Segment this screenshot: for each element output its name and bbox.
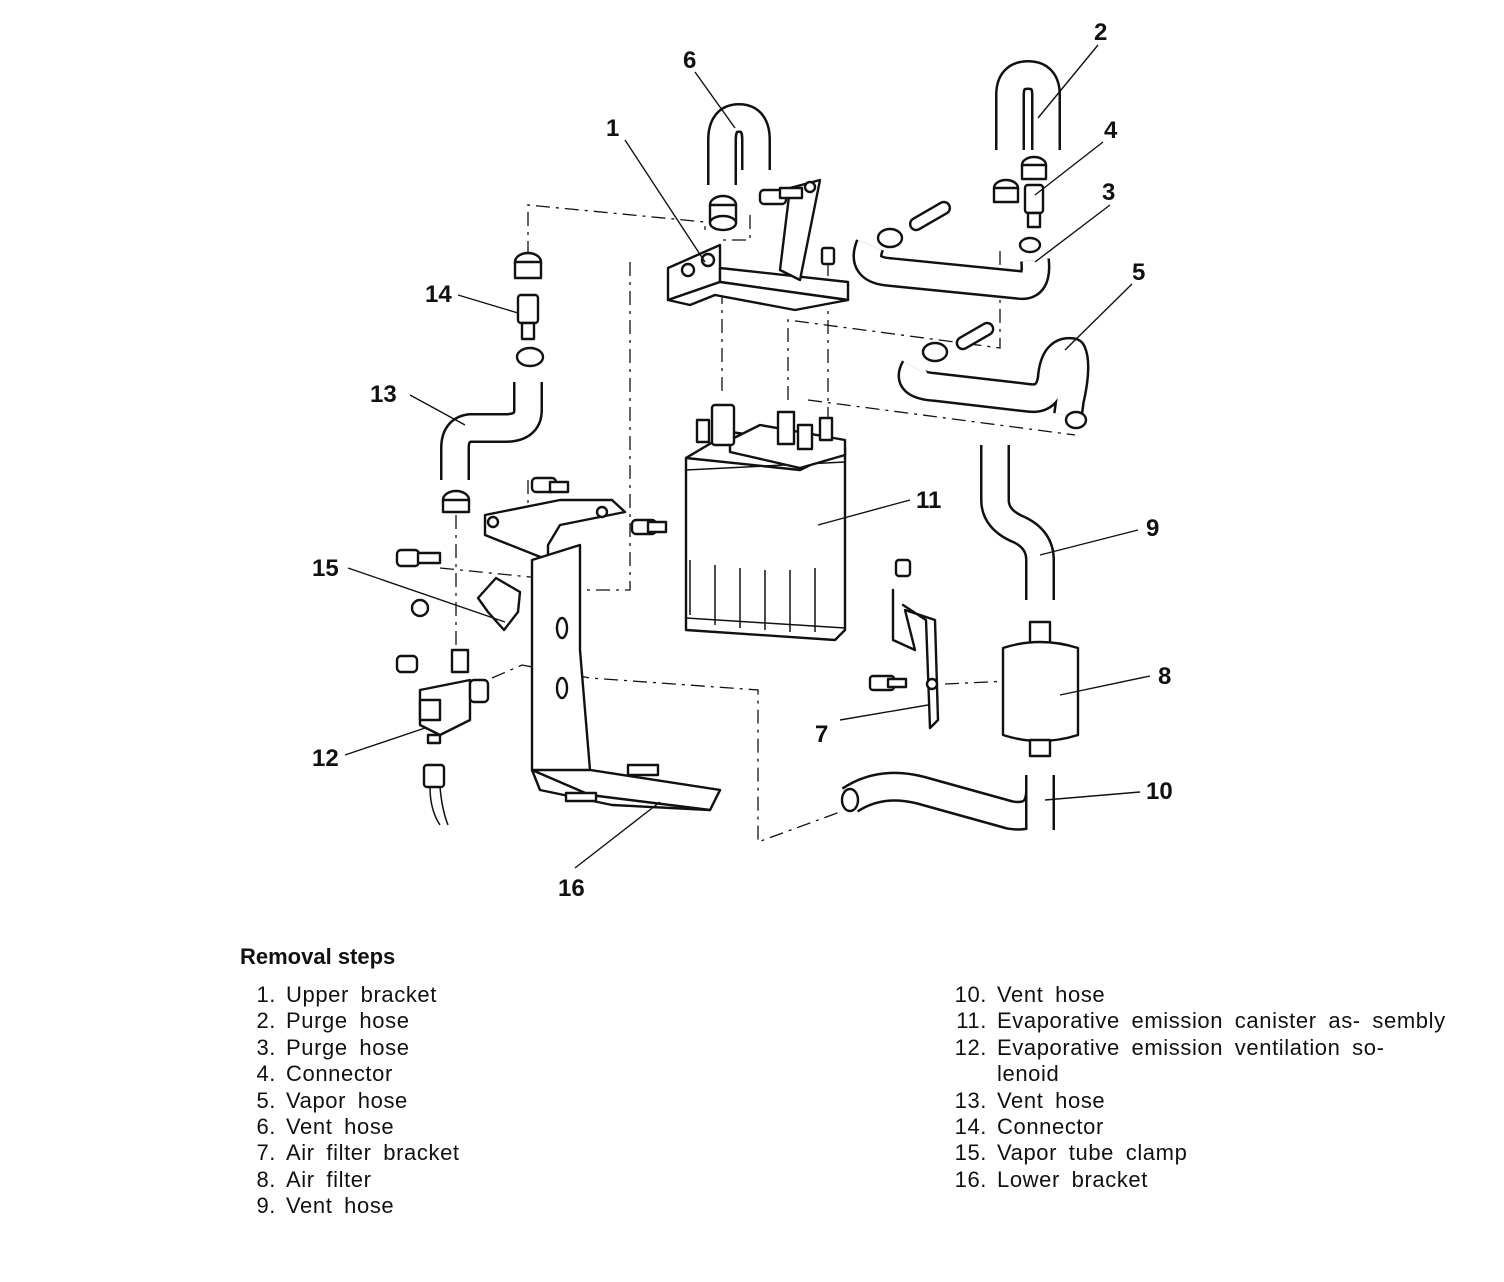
callout-9: 9	[1146, 515, 1159, 542]
legend-item: 2. Purge hose	[240, 1008, 660, 1034]
legend-text: Vent hose	[286, 1193, 395, 1219]
legend-number: 16.	[954, 1166, 987, 1192]
callout-4: 4	[1104, 117, 1118, 144]
legend-number: 12.	[954, 1034, 987, 1060]
legend-text: Evaporative emission ventilation so- len…	[997, 1034, 1385, 1087]
callout-16: 16	[558, 875, 585, 902]
legend-right-column: 10. Vent hose 11. Evaporative emission can…	[950, 982, 1450, 1193]
legend-item: 16. Lower bracket	[950, 1167, 1450, 1193]
air-filter-bracket-7	[868, 558, 940, 730]
legend-number: 10.	[954, 982, 987, 1007]
connector-14	[513, 251, 545, 368]
legend-text: Air filter	[286, 1166, 372, 1192]
legend-text: Connector	[997, 1114, 1104, 1140]
legend-item: 7. Air filter bracket	[240, 1140, 660, 1166]
legend-item: 8. Air filter	[240, 1167, 660, 1193]
legend-title: Removal steps	[240, 944, 396, 969]
exploded-parts-diagram: 1 2 3 4 5 6 7 8 9 10 11 12 13 14 15 16	[312, 19, 1173, 902]
vent-hose-10	[840, 771, 1055, 831]
purge-hose-3	[852, 200, 1051, 301]
callout-11: 11	[916, 487, 941, 514]
legend-number: 11.	[956, 1008, 987, 1034]
air-filter-8	[1001, 620, 1080, 758]
leader-lines	[344, 44, 1151, 869]
legend-item: 13. Vent hose	[950, 1088, 1450, 1114]
legend-left-column: 1. Upper bracket 2. Purge hose 3. Purge hos…	[240, 982, 660, 1220]
legend-text: Purge hose	[286, 1034, 410, 1060]
legend-text: Vent hose	[286, 1114, 395, 1140]
legend-item: 4. Connector	[240, 1061, 660, 1087]
legend-item: 15. Vapor tube clamp	[950, 1140, 1450, 1166]
alignment-lines	[439, 204, 1076, 843]
legend-item: 10. Vent hose	[950, 982, 1450, 1008]
callout-8: 8	[1158, 663, 1171, 690]
legend-text: Evaporative emission canister as- sembly	[997, 1008, 1446, 1034]
evaporative-canister-11	[684, 403, 847, 642]
vent-hose-9	[980, 445, 1055, 600]
legend-text: Upper bracket	[286, 982, 437, 1007]
lower-bracket-16	[483, 476, 722, 812]
legend-number: 9.	[256, 1193, 276, 1219]
legend-item: 14. Connector	[950, 1114, 1450, 1140]
legend-item: 5. Vapor hose	[240, 1088, 660, 1114]
legend-item: 6. Vent hose	[240, 1114, 660, 1140]
vent-hose-13	[440, 382, 543, 514]
legend-item: 3. Purge hose	[240, 1035, 660, 1061]
connector-4	[1018, 183, 1045, 254]
legend-text: Vent hose	[997, 1087, 1106, 1113]
legend-text: Vapor tube clamp	[997, 1140, 1188, 1166]
callout-10: 10	[1146, 778, 1173, 805]
legend-text: Purge hose	[286, 1008, 410, 1034]
callout-14: 14	[425, 281, 452, 308]
legend-item: 12. Evaporative emission ventilation so- …	[950, 1035, 1450, 1088]
legend-text: Vent hose	[997, 982, 1106, 1007]
legend-text: Connector	[286, 1061, 393, 1087]
legend-number: 7.	[256, 1140, 276, 1166]
legend-number: 5.	[256, 1087, 276, 1113]
vapor-tube-clamp-15	[395, 548, 522, 632]
callout-15: 15	[312, 555, 339, 582]
legend-number: 2.	[256, 1008, 276, 1034]
legend-number: 4.	[256, 1061, 276, 1087]
vapor-hose-5	[897, 321, 1090, 430]
legend-text: Lower bracket	[997, 1166, 1148, 1192]
legend-number: 15.	[954, 1140, 987, 1166]
legend-item: 1. Upper bracket	[240, 982, 660, 1008]
legend-number: 14.	[954, 1114, 987, 1140]
callout-6: 6	[683, 47, 696, 74]
legend-number: 8.	[256, 1166, 276, 1192]
callout-3: 3	[1102, 179, 1115, 206]
callout-5: 5	[1132, 259, 1145, 286]
ventilation-solenoid-12	[395, 648, 490, 826]
legend-number: 1.	[256, 982, 276, 1007]
upper-bracket-1	[666, 178, 850, 312]
vent-hose-6	[707, 103, 771, 232]
callout-7: 7	[815, 721, 828, 748]
callout-labels: 1 2 3 4 5 6 7 8 9 10 11 12 13 14 15 16	[312, 19, 1173, 902]
legend-item: 11. Evaporative emission canister as- sem…	[950, 1008, 1450, 1034]
legend-text: Air filter bracket	[286, 1140, 460, 1166]
purge-hose-2	[992, 60, 1061, 204]
legend-number: 3.	[256, 1034, 276, 1060]
legend-text: Vapor hose	[286, 1087, 408, 1113]
legend-number: 13.	[954, 1087, 987, 1113]
callout-1: 1	[606, 115, 619, 142]
callout-12: 12	[312, 745, 339, 772]
callout-13: 13	[370, 381, 397, 408]
callout-2: 2	[1094, 19, 1107, 46]
legend-number: 6.	[256, 1114, 276, 1140]
legend-item: 9. Vent hose	[240, 1193, 660, 1219]
